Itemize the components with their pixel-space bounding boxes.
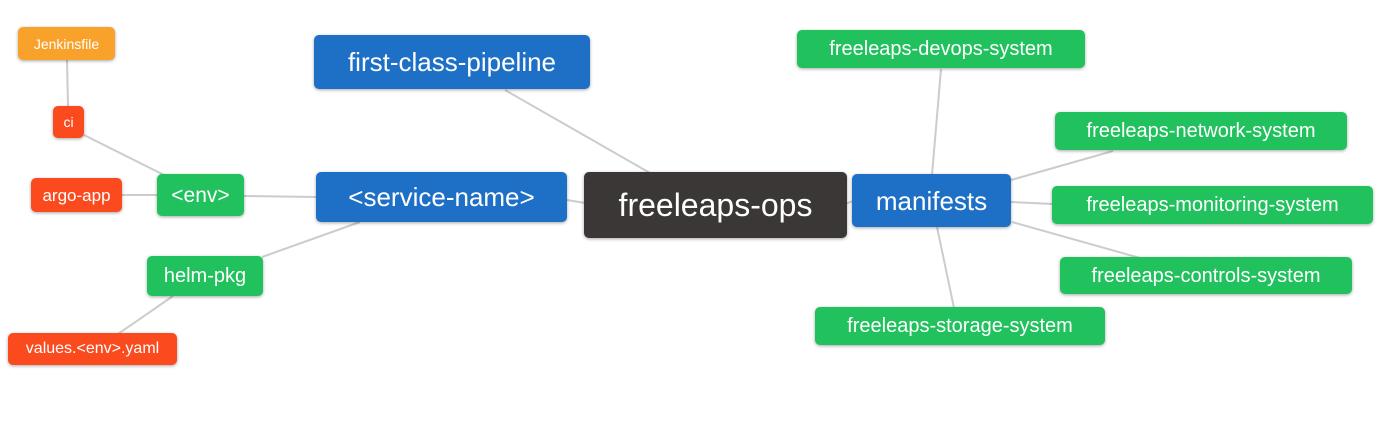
node-manifests[interactable]: manifests — [852, 174, 1011, 227]
node-freeleaps-controls-system[interactable]: freeleaps-controls-system — [1060, 257, 1352, 294]
edge-manifests-storage — [936, 226, 955, 309]
edge-manifests-devops — [931, 68, 942, 176]
node-freeleaps-ops[interactable]: freeleaps-ops — [584, 172, 847, 238]
edge-service-name-helm-pkg — [261, 221, 361, 258]
node-env[interactable]: <env> — [157, 174, 244, 216]
node-freeleaps-storage-system[interactable]: freeleaps-storage-system — [815, 307, 1105, 345]
edge-pipeline-freeleaps-ops — [504, 89, 651, 174]
node-service-name[interactable]: <service-name> — [316, 172, 567, 222]
edge-manifests-network — [1010, 150, 1114, 181]
node-helm-pkg[interactable]: helm-pkg — [147, 256, 263, 296]
edge-helm-pkg-values-yaml — [117, 295, 174, 335]
node-jenkinsfile[interactable]: Jenkinsfile — [18, 27, 115, 60]
node-first-class-pipeline[interactable]: first-class-pipeline — [314, 35, 590, 89]
node-freeleaps-devops-system[interactable]: freeleaps-devops-system — [797, 30, 1085, 68]
node-argo-app[interactable]: argo-app — [31, 178, 122, 212]
edge-service-name-freeleaps-ops — [566, 199, 586, 204]
node-ci[interactable]: ci — [53, 106, 84, 138]
edge-manifests-monitoring — [1010, 201, 1054, 205]
edge-jenkinsfile-ci — [66, 59, 69, 107]
node-freeleaps-monitoring-system[interactable]: freeleaps-monitoring-system — [1052, 186, 1373, 224]
node-values-env-yaml[interactable]: values.<env>.yaml — [8, 333, 177, 365]
node-freeleaps-network-system[interactable]: freeleaps-network-system — [1055, 112, 1347, 150]
edge-manifests-controls — [1011, 221, 1141, 259]
edge-env-service-name — [243, 195, 317, 198]
edge-ci-env — [83, 134, 169, 178]
